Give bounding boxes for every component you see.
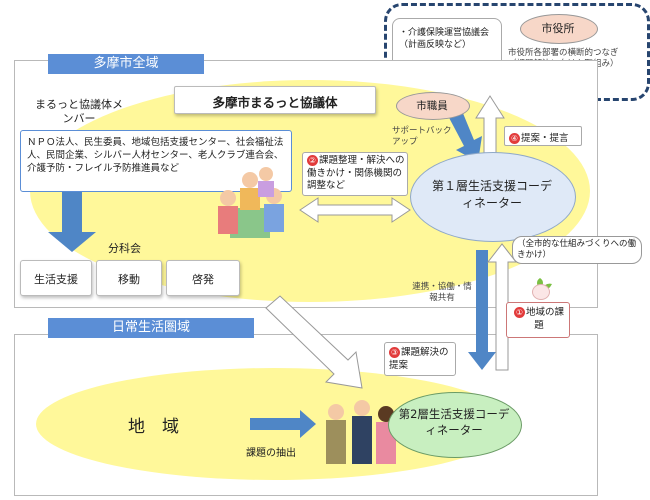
coordinator-layer2-label: 第2層生活支援コーディネーター xyxy=(398,407,510,437)
city-staff-ellipse xyxy=(396,92,470,120)
council-coord-double-arrow xyxy=(299,197,411,223)
residents-illustration xyxy=(322,396,400,472)
subcommittee-living-support-label: 生活支援 xyxy=(34,273,78,286)
daily-life-band: 日常生活圏域 xyxy=(48,318,254,338)
council-text: ・介護保険運営協議会（計画反映など） xyxy=(399,28,490,50)
person-body-4 xyxy=(258,181,274,197)
support-label: サポートバックアップ xyxy=(392,126,452,147)
person-head-2 xyxy=(242,172,258,188)
coord2-up-arrow xyxy=(486,243,518,371)
region-to-coord2-arrow xyxy=(250,410,316,438)
step2-badge: ② xyxy=(307,155,318,166)
members-down-arrow xyxy=(48,192,96,252)
meeting-people-illustration xyxy=(208,160,292,242)
region-label: 地 域 xyxy=(128,417,179,437)
subcommittee-living-support[interactable]: 生活支援 xyxy=(20,260,92,296)
step4-badge: ④ xyxy=(509,133,520,144)
citywide-note: （全市的な仕組みづくりへの働きかけ） xyxy=(517,239,637,260)
step4-label: 提案・提言 xyxy=(521,133,569,144)
subcommittee-transport[interactable]: 移動 xyxy=(96,260,162,296)
subcommittee-label: 分科会 xyxy=(108,242,141,255)
coord1-down-arrow xyxy=(468,250,496,370)
city-office-ellipse xyxy=(520,14,598,44)
community-face-icon xyxy=(532,284,550,300)
coordinator-layer2-ellipse[interactable] xyxy=(388,392,522,458)
subcommittee-awareness-label: 啓発 xyxy=(192,273,214,286)
step1-badge: ① xyxy=(513,307,525,318)
members-label: まるっと協議体メンバー xyxy=(35,98,123,125)
coordinator-layer1-label: 第１層生活支援コーディネーター xyxy=(431,179,552,210)
person-body-2 xyxy=(240,188,260,210)
citywide-note-box: （全市的な仕組みづくりへの働きかけ） xyxy=(512,236,642,264)
members-text: ＮＰＯ法人、民生委員、地域包括支援センター、社会福祉法人、民間企業、シルバー人材… xyxy=(27,137,284,174)
council-title: 多摩市まるっと協議体 xyxy=(212,95,338,110)
step3-badge: ③ xyxy=(389,347,400,358)
step2-label: 課題整理・解決への働きかけ・関係機関の調整など xyxy=(307,155,405,191)
step3-label: 課題解決の提案 xyxy=(389,347,449,371)
coordinator-layer1-ellipse[interactable] xyxy=(410,152,576,242)
proposal-up-arrow xyxy=(475,95,505,159)
person-body-3 xyxy=(264,204,284,232)
resident-head-2 xyxy=(354,400,370,416)
tama-city-band: 多摩市全域 xyxy=(48,54,204,74)
person-body-1 xyxy=(218,206,238,234)
person-head-4 xyxy=(259,167,273,181)
city-office-title: 市役所 xyxy=(541,22,575,35)
resident-body-2 xyxy=(352,416,372,464)
staff-to-coord-arrow xyxy=(446,106,482,162)
city-staff-label: 市職員 xyxy=(416,100,448,112)
person-head-1 xyxy=(220,190,236,206)
resident-head-1 xyxy=(328,404,344,420)
collaboration-label: 連携・協働・情報共有 xyxy=(412,282,472,303)
subcommittee-transport-label: 移動 xyxy=(118,273,140,286)
council-to-layer2-arrow xyxy=(265,295,363,389)
resident-body-1 xyxy=(326,420,346,464)
subcommittee-awareness[interactable]: 啓発 xyxy=(166,260,240,296)
step1-label: 地域の課題 xyxy=(525,307,564,331)
extract-label: 課題の抽出 xyxy=(246,448,296,459)
council-title-box: 多摩市まるっと協議体 xyxy=(174,86,376,114)
